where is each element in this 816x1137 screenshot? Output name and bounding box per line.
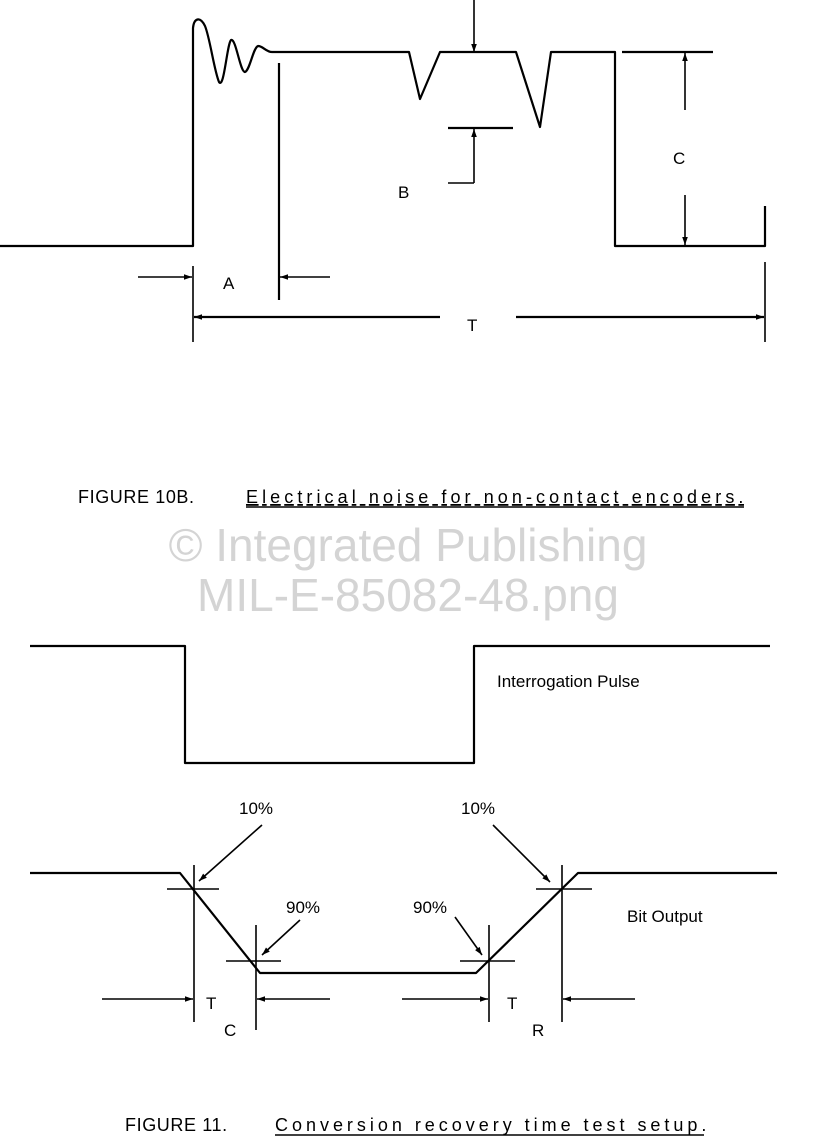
pct-10-left-label: 10%: [239, 799, 273, 818]
watermark-line-1: © Integrated Publishing: [169, 519, 648, 571]
label-c: C: [673, 149, 685, 168]
pct-90-left-arrow: [261, 919, 301, 956]
tr-label-main: T: [507, 994, 517, 1013]
figure-11-caption-number: FIGURE 11.: [125, 1115, 228, 1135]
pct-90-right-arrow: [454, 916, 483, 956]
pct-10-left-arrow: [198, 824, 263, 882]
pct-10-right-arrow: [492, 824, 551, 883]
pct-90-right-label: 90%: [413, 898, 447, 917]
interrogation-pulse-label: Interrogation Pulse: [497, 672, 640, 691]
figure-10b-caption-number: FIGURE 10B.: [78, 487, 195, 507]
figure-10b: C B A T FIGURE 10B. Electrical noise for…: [0, 0, 767, 508]
tc-label-sub: C: [224, 1021, 236, 1040]
tr-label-sub: R: [532, 1021, 544, 1040]
bit-output-waveform: [30, 871, 777, 975]
noise-waveform: [0, 18, 767, 248]
pct-10-right-label: 10%: [461, 799, 495, 818]
label-a: A: [223, 274, 235, 293]
pct-90-left-label: 90%: [286, 898, 320, 917]
label-b: B: [398, 183, 409, 202]
bit-output-label: Bit Output: [627, 907, 703, 926]
figure-10b-caption-title: Electrical noise for non-contact encoder…: [246, 487, 744, 507]
watermark-line-2: MIL-E-85082-48.png: [197, 569, 619, 621]
tc-label-main: T: [206, 994, 216, 1013]
figure-11-caption-title: Conversion recovery time test setup.: [275, 1115, 707, 1135]
interrogation-pulse-waveform: [30, 644, 770, 765]
label-t: T: [467, 316, 477, 335]
figure-11: Interrogation Pulse Bit Output 10% 90% 9…: [30, 644, 777, 1136]
